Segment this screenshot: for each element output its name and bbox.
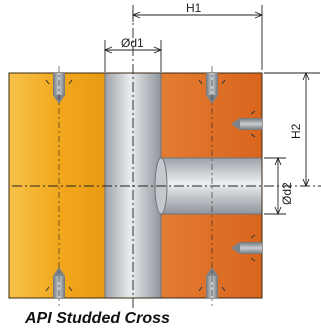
left-body-block <box>9 73 107 298</box>
d2-dimension <box>264 156 286 216</box>
h1-label: H1 <box>186 1 202 15</box>
d2-label: Ød2 <box>280 182 294 205</box>
d1-dimension <box>103 40 163 72</box>
d1-label: Ød1 <box>121 36 144 50</box>
diagram-caption: API Studded Cross <box>24 310 170 327</box>
h1-dimension <box>131 5 264 70</box>
h2-dimension <box>264 71 320 188</box>
body-outline <box>8 72 263 299</box>
h2-label: H2 <box>289 123 303 139</box>
stud-right-lower <box>231 234 262 262</box>
side-bore <box>154 157 263 215</box>
stud-right-upper <box>231 110 262 138</box>
